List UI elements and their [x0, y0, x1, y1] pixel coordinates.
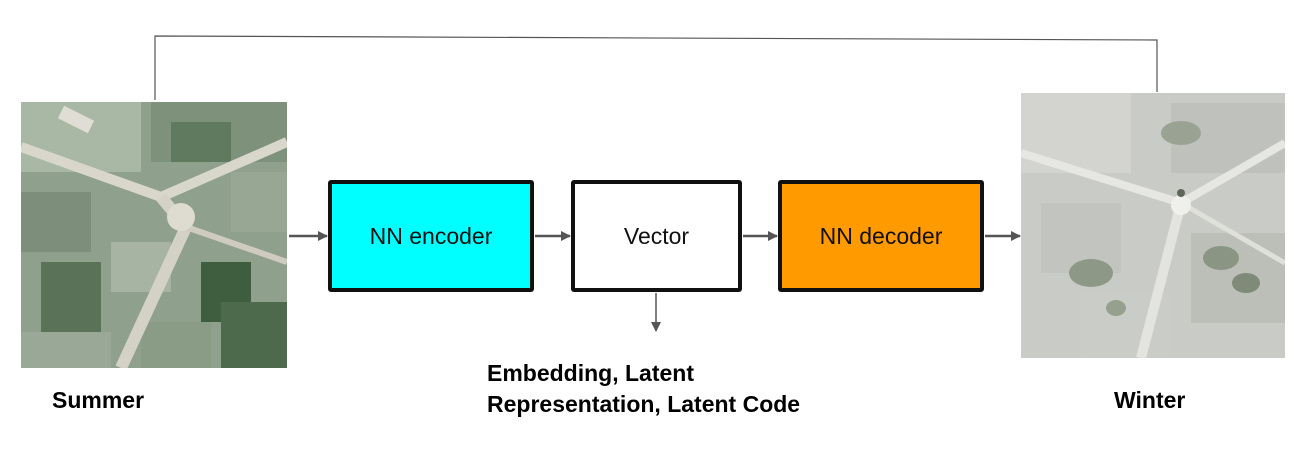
nn-decoder-box: NN decoder: [778, 180, 984, 292]
vector-label: Vector: [623, 222, 690, 249]
winter-label: Winter: [1114, 387, 1186, 413]
satellite-image-summer-icon: [21, 102, 287, 368]
embedding-label: Embedding, Latent Representation, Latent…: [487, 358, 800, 420]
vector-box: Vector: [571, 180, 742, 292]
nn-decoder-label: NN decoder: [819, 222, 943, 249]
embedding-label-line-1: Embedding, Latent: [487, 360, 694, 386]
nn-encoder-label: NN encoder: [369, 222, 493, 249]
summer-label: Summer: [52, 387, 145, 413]
skip-connection-line: [154, 35, 1158, 100]
satellite-image-winter-icon: [1021, 93, 1285, 358]
nn-encoder-box: NN encoder: [328, 180, 534, 292]
embedding-label-line-2: Representation, Latent Code: [487, 391, 801, 417]
